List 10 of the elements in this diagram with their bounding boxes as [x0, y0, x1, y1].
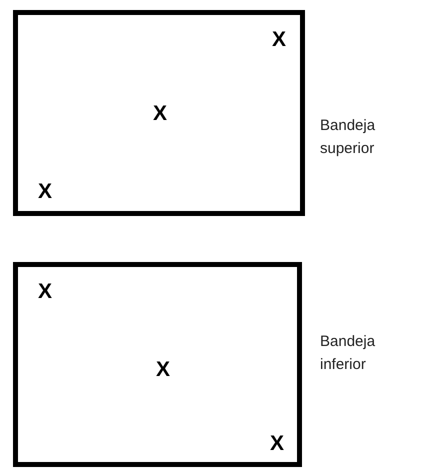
position-mark: X: [38, 281, 52, 303]
tray-frame: [13, 10, 305, 216]
tray-label: Bandeja superior: [320, 116, 376, 159]
position-mark: X: [153, 103, 168, 125]
position-mark: X: [156, 359, 170, 381]
tray-frame: [13, 262, 302, 467]
position-mark: X: [272, 29, 286, 51]
tray-label: Bandeja inferior: [320, 332, 376, 375]
position-mark: X: [270, 433, 284, 455]
position-mark: X: [38, 181, 52, 203]
